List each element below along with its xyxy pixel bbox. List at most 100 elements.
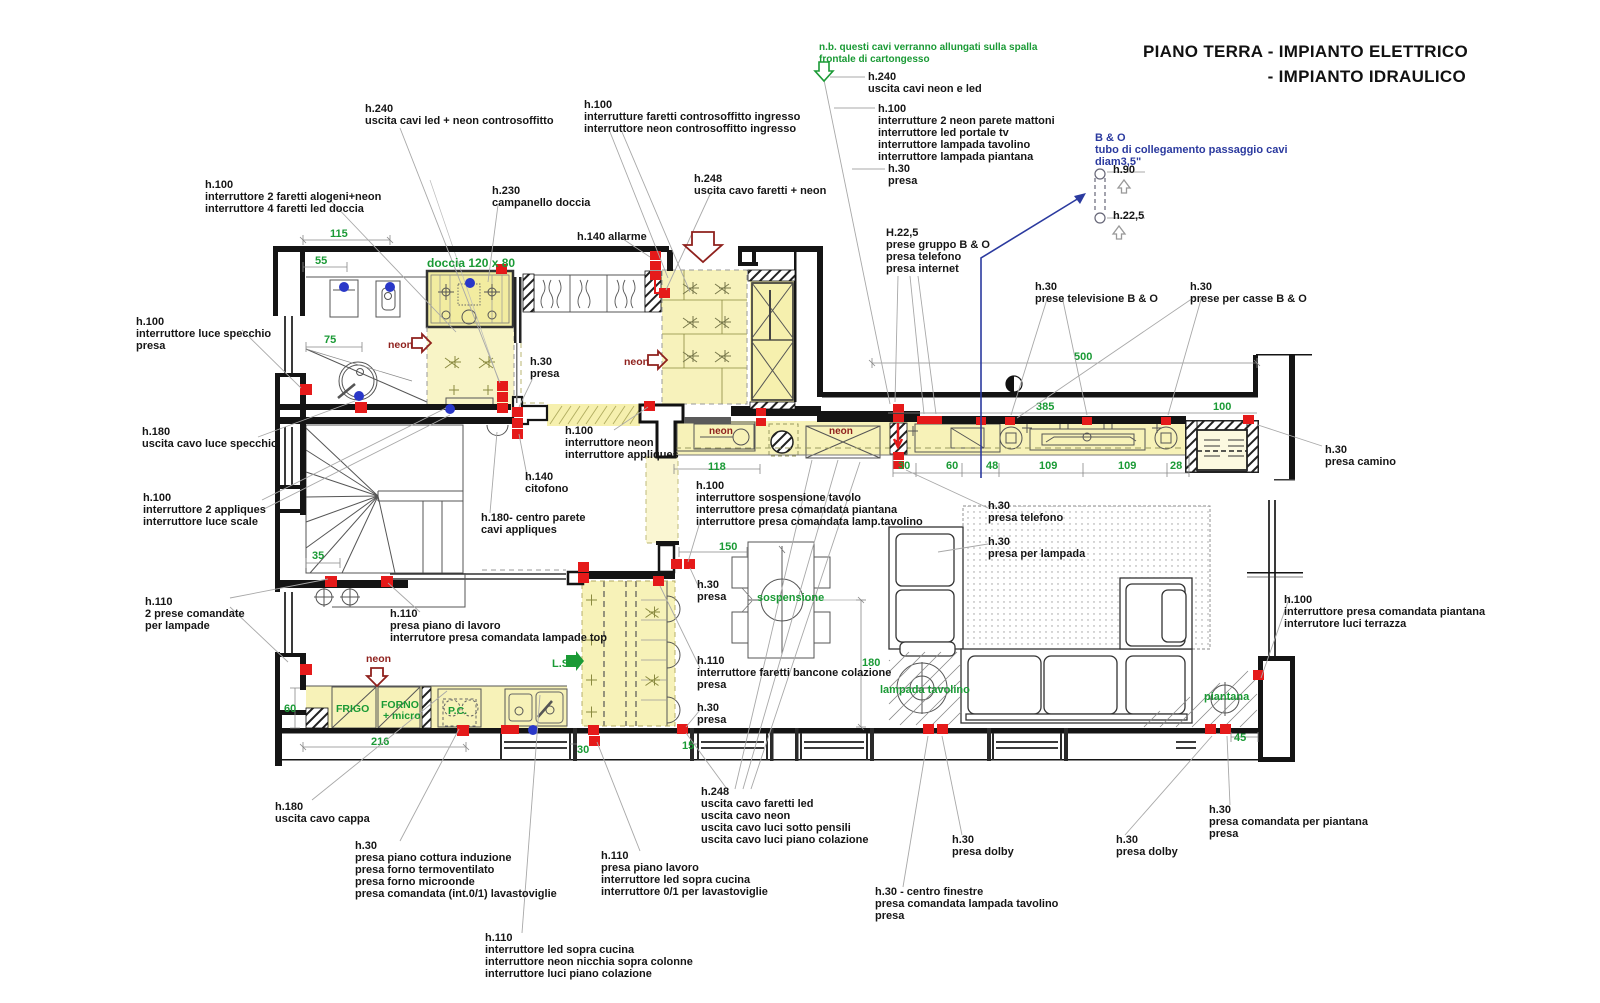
svg-text:h.110: h.110 [697, 655, 725, 667]
svg-text:B & O: B & O [1095, 132, 1126, 144]
svg-text:- IMPIANTO IDRAULICO: - IMPIANTO IDRAULICO [1268, 67, 1466, 86]
svg-text:neon: neon [624, 356, 649, 368]
svg-text:interrutture faretti controsof: interrutture faretti controsoffitto ingr… [584, 111, 801, 123]
svg-text:uscita cavo luci piano colazio: uscita cavo luci piano colazione [701, 834, 869, 846]
svg-text:interruttore presa comandata p: interruttore presa comandata piantana [696, 504, 898, 516]
svg-text:presa forno microonde: presa forno microonde [355, 876, 475, 888]
svg-text:h.100: h.100 [696, 480, 724, 492]
svg-text:interrutore luci terrazza: interrutore luci terrazza [1284, 618, 1407, 630]
svg-text:35: 35 [312, 550, 324, 562]
svg-text:uscita cavo neon: uscita cavo neon [701, 810, 791, 822]
svg-text:15: 15 [682, 740, 694, 752]
svg-text:h.110: h.110 [145, 596, 173, 608]
svg-text:h.100: h.100 [565, 425, 593, 437]
svg-text:interruttore led sopra cucina: interruttore led sopra cucina [485, 944, 635, 956]
svg-text:216: 216 [371, 736, 389, 748]
svg-text:PIANO TERRA - IMPIANTO ELETTRI: PIANO TERRA - IMPIANTO ELETTRICO [1143, 42, 1468, 61]
svg-text:presa piano lavoro: presa piano lavoro [601, 862, 699, 874]
svg-text:h.30: h.30 [988, 536, 1010, 548]
svg-text:citofono: citofono [525, 483, 569, 495]
svg-text:h.110: h.110 [390, 608, 418, 620]
svg-text:h.22,5: h.22,5 [1113, 210, 1144, 222]
svg-text:500: 500 [1074, 351, 1092, 363]
svg-text:presa: presa [136, 340, 166, 352]
svg-text:h.30: h.30 [355, 840, 377, 852]
svg-text:per lampade: per lampade [145, 620, 210, 632]
svg-text:interrutture 2 neon parete mat: interrutture 2 neon parete mattoni [878, 115, 1055, 127]
svg-text:diam3,5": diam3,5" [1095, 156, 1141, 168]
svg-text:interruttore led portale tv: interruttore led portale tv [878, 127, 1010, 139]
svg-text:L.S: L.S [552, 658, 569, 670]
svg-text:presa comandata (int.0/1) lava: presa comandata (int.0/1) lavastoviglie [355, 888, 557, 900]
svg-text:h.30 - centro finestre: h.30 - centro finestre [875, 886, 983, 898]
svg-text:h.30: h.30 [952, 834, 974, 846]
svg-text:neon: neon [388, 339, 413, 351]
svg-text:h.240: h.240 [868, 71, 896, 83]
svg-text:interruttore appliques: interruttore appliques [565, 449, 679, 461]
svg-text:h.100: h.100 [143, 492, 171, 504]
svg-text:presa dolby: presa dolby [1116, 846, 1179, 858]
svg-text:prese televisione B & O: prese televisione B & O [1035, 293, 1158, 305]
svg-text:h.100: h.100 [1284, 594, 1312, 606]
svg-text:prese gruppo B & O: prese gruppo B & O [886, 239, 990, 251]
svg-text:presa comandata lampada tavoli: presa comandata lampada tavolino [875, 898, 1059, 910]
svg-text:doccia 120 x 80: doccia 120 x 80 [427, 256, 515, 270]
svg-text:30: 30 [577, 744, 589, 756]
svg-text:prese per casse B & O: prese per casse B & O [1190, 293, 1307, 305]
svg-text:h.110: h.110 [485, 932, 513, 944]
svg-text:interruttore 4 faretti led doc: interruttore 4 faretti led doccia [205, 203, 365, 215]
svg-text:interruttore 0/1 per lavastovi: interruttore 0/1 per lavastoviglie [601, 886, 768, 898]
svg-text:h.248: h.248 [701, 786, 729, 798]
svg-text:lampada tavolino: lampada tavolino [880, 684, 970, 696]
svg-text:neon: neon [709, 426, 733, 437]
svg-text:P.C.: P.C. [448, 705, 467, 717]
svg-text:presa: presa [697, 679, 727, 691]
svg-text:h.30: h.30 [1190, 281, 1212, 293]
svg-text:frontale di cartongesso: frontale di cartongesso [819, 54, 930, 65]
svg-text:385: 385 [1036, 401, 1054, 413]
svg-text:presa: presa [697, 591, 727, 603]
svg-text:interruttore neon: interruttore neon [565, 437, 654, 449]
svg-text:H.22,5: H.22,5 [886, 227, 918, 239]
svg-text:180: 180 [862, 657, 880, 669]
svg-text:presa piano di lavoro: presa piano di lavoro [390, 620, 501, 632]
svg-text:h.230: h.230 [492, 185, 520, 197]
svg-text:presa forno termoventilato: presa forno termoventilato [355, 864, 495, 876]
svg-text:uscita cavo faretti + neon: uscita cavo faretti + neon [694, 185, 827, 197]
svg-text:presa camino: presa camino [1325, 456, 1396, 468]
svg-text:uscita cavo faretti led: uscita cavo faretti led [701, 798, 814, 810]
svg-text:FORNO: FORNO [381, 699, 419, 711]
svg-text:h.100: h.100 [136, 316, 164, 328]
svg-text:h.240: h.240 [365, 103, 393, 115]
svg-text:uscita cavo luci sotto pensili: uscita cavo luci sotto pensili [701, 822, 851, 834]
svg-text:interruttore luce scale: interruttore luce scale [143, 516, 258, 528]
svg-text:FRIGO: FRIGO [336, 703, 369, 715]
svg-text:75: 75 [324, 334, 336, 346]
svg-text:115: 115 [330, 228, 348, 240]
svg-text:h.140 allarme: h.140 allarme [577, 231, 647, 243]
svg-text:cavi appliques: cavi appliques [481, 524, 557, 536]
svg-text:h.140: h.140 [525, 471, 553, 483]
svg-text:interruttore lampada piantana: interruttore lampada piantana [878, 151, 1034, 163]
svg-text:presa telefono: presa telefono [988, 512, 1063, 524]
svg-text:interruttore neon nicchia sopr: interruttore neon nicchia sopra colonne [485, 956, 693, 968]
svg-text:presa piano cottura induzione: presa piano cottura induzione [355, 852, 511, 864]
svg-text:interruttore luce specchio: interruttore luce specchio [136, 328, 271, 340]
svg-text:interruttore led sopra cucina: interruttore led sopra cucina [601, 874, 751, 886]
svg-text:h.90: h.90 [1113, 164, 1135, 176]
svg-text:h.30: h.30 [697, 702, 719, 714]
svg-text:28: 28 [1170, 460, 1182, 472]
svg-text:piantana: piantana [1204, 691, 1250, 703]
svg-text:h.30: h.30 [988, 500, 1010, 512]
svg-text:presa dolby: presa dolby [952, 846, 1015, 858]
svg-text:60: 60 [284, 703, 296, 715]
svg-text:h.248: h.248 [694, 173, 722, 185]
svg-text:109: 109 [1118, 460, 1136, 472]
svg-text:interruttore neon controsoffit: interruttore neon controsoffitto ingress… [584, 123, 796, 135]
svg-text:h.30: h.30 [1035, 281, 1057, 293]
svg-text:h.30: h.30 [1325, 444, 1347, 456]
svg-text:h.100: h.100 [584, 99, 612, 111]
svg-text:tubo di collegamento passaggio: tubo di collegamento passaggio cavi [1095, 144, 1288, 156]
svg-text:150: 150 [719, 541, 737, 553]
svg-text:45: 45 [1234, 732, 1246, 744]
